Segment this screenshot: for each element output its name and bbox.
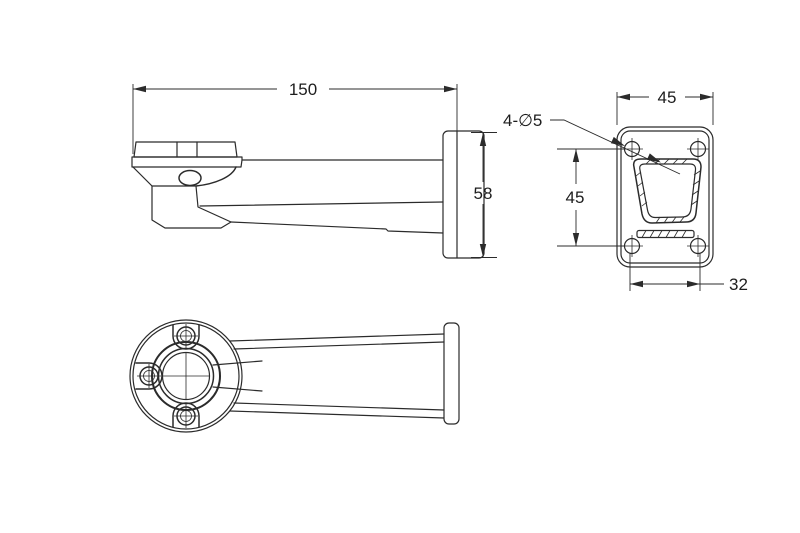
back-plate-view: 45 45 32 4-∅5: [503, 88, 748, 294]
dim-58-extension-lines: [471, 132, 497, 258]
dim-32-extension-lines: [629, 253, 701, 291]
dim-45v-text: 45: [566, 188, 585, 207]
head-left-slant: [132, 166, 153, 187]
center-opening: [632, 158, 702, 239]
dim-hole-spacing-vertical: 45: [557, 148, 624, 247]
dim-150-text: 150: [289, 80, 317, 99]
arm-internal-ribs: [212, 360, 263, 392]
base-outer-circle: [129, 319, 243, 433]
screw-boss-top-crosshair: [174, 324, 198, 348]
boss-notch-bottom: [172, 402, 200, 428]
mounting-hole-centerlines: [621, 138, 709, 257]
dim-45w-extension-lines: [616, 92, 714, 125]
base-outer-inner-circle: [132, 322, 240, 430]
pivot-hole: [178, 169, 202, 187]
head-flange-bar: [131, 156, 243, 168]
dim-32-arrow-left: [630, 280, 643, 288]
holes-callout-leader: [550, 119, 681, 175]
holes-callout-arrow-1: [610, 136, 625, 146]
side-view-part-outline: [131, 130, 485, 259]
dim-45w-text: 45: [658, 88, 677, 107]
side-view: 150 58: [131, 80, 497, 259]
lip-hatch-marks: [641, 230, 687, 238]
dim-58-arrow-bottom: [479, 244, 487, 257]
dim-32-arrow-right: [687, 280, 700, 288]
holes-callout: 4-∅5: [503, 111, 681, 175]
plate-inner-edge: [620, 130, 710, 264]
wall-plate-side: [442, 130, 485, 259]
dim-hole-spacing-horizontal: 32: [629, 253, 748, 294]
opening-outer-contour: [632, 158, 702, 224]
arm-mid-edge: [199, 201, 444, 207]
opening-inner-contour: [639, 163, 697, 219]
screw-bosses: [135, 324, 200, 428]
dim-58-arrow-top: [479, 133, 487, 146]
head-lower-block: [151, 185, 232, 229]
dim-45v-arrow-bottom: [572, 233, 580, 246]
dim-150-arrow-right: [444, 85, 457, 93]
dim-45w-arrow-left: [617, 93, 630, 101]
dim-32-text: 32: [729, 275, 748, 294]
boss-notch-left: [135, 362, 163, 390]
dim-58-text: 58: [474, 184, 493, 203]
holes-callout-arrow-2: [646, 153, 661, 163]
wall-plate-top-view: [443, 322, 460, 425]
back-plate-outline: [616, 126, 714, 268]
dim-45w-arrow-right: [700, 93, 713, 101]
screw-boss-left-crosshair: [137, 364, 161, 388]
dim-150-extension-lines: [132, 84, 458, 154]
head-top-plate-dividers: [176, 141, 198, 158]
dim-plate-width: 45: [616, 88, 714, 125]
plate-outer-edge: [616, 126, 714, 268]
dim-150-arrow-left: [133, 85, 146, 93]
head-fillet-curve: [195, 166, 237, 187]
arm-top-view: [212, 322, 460, 425]
holes-callout-text: 4-∅5: [503, 111, 542, 130]
arm-inner-edges: [233, 341, 445, 411]
mounting-holes: [621, 138, 709, 257]
head-top-plate: [133, 141, 238, 158]
dim-45v-arrow-top: [572, 149, 580, 162]
dim-arm-length: 150: [132, 80, 458, 154]
boss-notch-top: [172, 324, 200, 350]
dim-plate-height: 58: [471, 132, 497, 258]
arm-outer-edges: [229, 333, 445, 419]
screw-boss-bottom-crosshair: [174, 404, 198, 428]
arm-bottom-edge: [230, 221, 444, 234]
opening-bottom-lip: [636, 229, 695, 239]
dim-45v-extension-lines: [557, 148, 624, 247]
top-view: [129, 319, 460, 433]
base-center-crosshair: [163, 353, 209, 399]
